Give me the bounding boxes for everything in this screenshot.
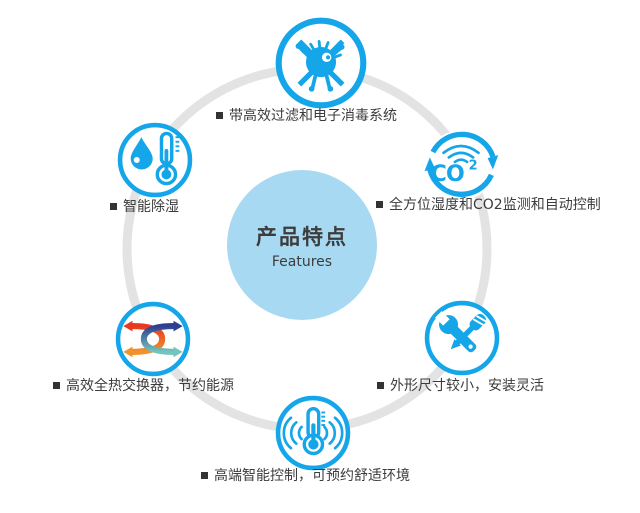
feature-label-top: 带高效过滤和电子消毒系统 — [216, 108, 397, 124]
bullet-icon — [376, 201, 383, 208]
co2-sup-text: 2 — [469, 159, 478, 174]
center-circle: 产品特点 Features — [227, 170, 377, 320]
bullet-icon — [201, 472, 208, 479]
bullet-icon — [110, 203, 117, 210]
feature-label-bottom-left: 高效全热交换器，节约能源 — [53, 378, 234, 394]
co2-monitor-icon: CO 2 — [424, 130, 499, 200]
center-title-en: Features — [271, 253, 333, 270]
feature-text: 全方位湿度和CO2监测和自动控制 — [389, 197, 601, 213]
wrench-screwdriver-icon — [424, 300, 500, 376]
feature-text: 外形尺寸较小，安装灵活 — [390, 378, 544, 394]
feature-label-right: 全方位湿度和CO2监测和自动控制 — [376, 197, 601, 213]
feature-text: 高端智能控制，可预约舒适环境 — [214, 468, 410, 484]
germ-prohibition-icon — [275, 17, 367, 109]
dehumidify-icon — [117, 122, 193, 198]
wrench-icon — [435, 311, 477, 353]
feature-label-left: 智能除湿 — [110, 199, 179, 215]
co2-text: CO — [431, 162, 464, 187]
signal-waves-icon — [282, 416, 344, 450]
heat-exchanger-icon — [115, 301, 191, 377]
smart-thermostat-icon — [275, 395, 351, 471]
feature-label-bottom: 高端智能控制，可预约舒适环境 — [201, 468, 410, 484]
feature-text: 智能除湿 — [123, 199, 179, 215]
center-title-zh: 产品特点 — [256, 224, 348, 249]
bullet-icon — [216, 112, 223, 119]
bullet-icon — [377, 382, 384, 389]
feature-label-bottom-right: 外形尺寸较小，安装灵活 — [377, 378, 544, 394]
feature-text: 带高效过滤和电子消毒系统 — [229, 108, 397, 124]
signal-waves-icon — [442, 144, 480, 164]
feature-text: 高效全热交换器，节约能源 — [66, 378, 234, 394]
bullet-icon — [53, 382, 60, 389]
